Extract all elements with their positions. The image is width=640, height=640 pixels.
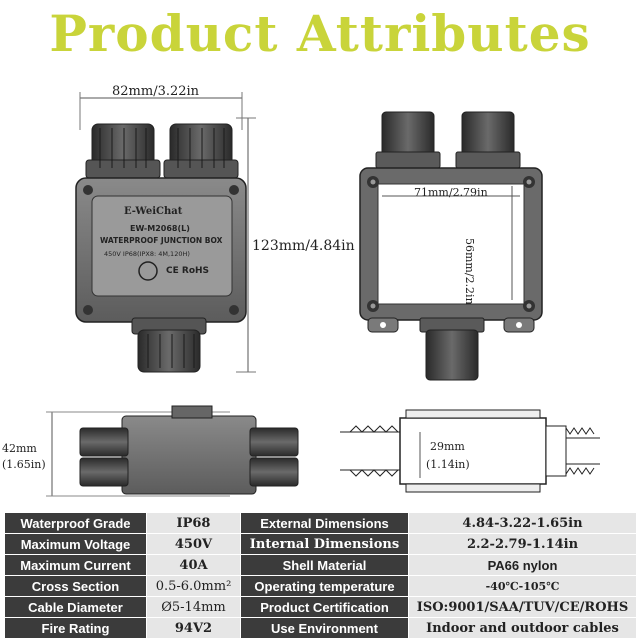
spec-key: Shell Material — [240, 554, 409, 576]
spec-value: 0.5-6.0mm² — [146, 575, 241, 597]
spec-value: 4.84-3.22-1.65in — [408, 512, 637, 534]
dimension-side-height-in: (1.65in) — [2, 458, 46, 471]
spec-value: PA66 nylon — [408, 554, 637, 576]
spec-key: Internal Dimensions — [240, 533, 409, 555]
dimension-section-height-mm: 29mm — [430, 440, 465, 453]
top-view — [75, 92, 256, 373]
table-row: Maximum Current 40A Shell Material PA66 … — [4, 554, 637, 576]
table-row: Fire Rating 94V2 Use Environment Indoor … — [4, 617, 637, 639]
spec-value: 2.2-2.79-1.14in — [408, 533, 637, 555]
dimension-inner-height: 56mm/2.2in — [463, 238, 476, 305]
spec-value: 94V2 — [146, 617, 241, 639]
spec-value: Ø5-14mm — [146, 596, 241, 618]
box-model: EW-M2068(L) — [130, 224, 190, 233]
top-gland-left — [85, 123, 161, 179]
spec-value: ISO:9001/SAA/TUV/CE/ROHS — [408, 596, 637, 618]
dimension-height: 123mm/4.84in — [252, 238, 355, 254]
spec-key: Fire Rating — [4, 617, 147, 639]
spec-key: Waterproof Grade — [4, 512, 147, 534]
box-rating: 450V IP68(IPX8: 4M,120H) — [104, 250, 190, 258]
spec-value: Indoor and outdoor cables — [408, 617, 637, 639]
page-title: Product Attributes — [49, 4, 591, 63]
box-brand: E-WeiChat — [124, 206, 183, 217]
spec-key: External Dimensions — [240, 512, 409, 534]
box-name: WATERPROOF JUNCTION BOX — [100, 236, 223, 245]
table-row: Cross Section 0.5-6.0mm² Operating tempe… — [4, 575, 637, 597]
section-view — [340, 409, 600, 493]
top-gland-right — [163, 123, 239, 179]
dimension-inner-width: 71mm/2.79in — [414, 186, 488, 199]
spec-key: Maximum Current — [4, 554, 147, 576]
dimension-side-height-mm: 42mm — [2, 442, 37, 455]
spec-value: 40A — [146, 554, 241, 576]
spec-value: -40℃-105℃ — [408, 575, 637, 597]
bottom-gland — [131, 317, 207, 373]
side-view — [46, 405, 299, 497]
spec-key: Cable Diameter — [4, 596, 147, 618]
spec-key: Use Environment — [240, 617, 409, 639]
dimension-top-width: 82mm/3.22in — [112, 84, 200, 99]
inside-view — [359, 111, 543, 381]
spec-value: IP68 — [146, 512, 241, 534]
box-marks: CE RoHS — [166, 266, 210, 276]
box-lid — [91, 195, 233, 297]
spec-key: Product Certification — [240, 596, 409, 618]
certification-icon — [138, 261, 158, 281]
table-row: Waterproof Grade IP68 External Dimension… — [4, 512, 637, 534]
spec-value: 450V — [146, 533, 241, 555]
table-row: Cable Diameter Ø5-14mm Product Certifica… — [4, 596, 637, 618]
spec-key: Maximum Voltage — [4, 533, 147, 555]
spec-key: Cross Section — [4, 575, 147, 597]
table-row: Maximum Voltage 450V Internal Dimensions… — [4, 533, 637, 555]
spec-key: Operating temperature — [240, 575, 409, 597]
dimension-section-height-in: (1.14in) — [426, 458, 470, 471]
spec-table: Waterproof Grade IP68 External Dimension… — [4, 512, 637, 639]
